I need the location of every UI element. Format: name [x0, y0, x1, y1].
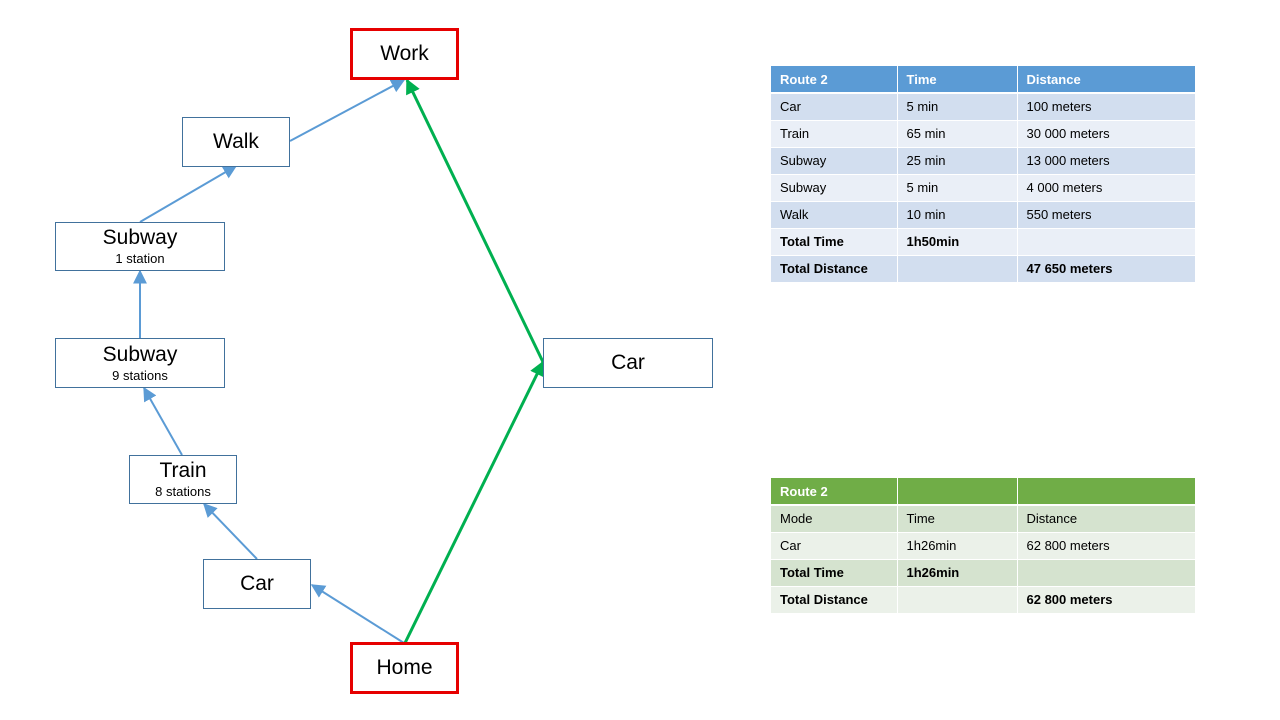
table-cell: 1h26min: [897, 532, 1018, 560]
subway-1-station-node: Subway 1 station: [55, 222, 225, 271]
table-cell: 13 000 meters: [1017, 147, 1195, 175]
subway-9-label: Subway: [102, 342, 178, 366]
walk-label: Walk: [213, 130, 259, 153]
table-cell: 62 800 meters: [1017, 532, 1195, 560]
table-header-cell: Time: [897, 66, 1018, 94]
car-left-label: Car: [240, 572, 274, 595]
subway-9-stations-node: Subway 9 stations: [55, 338, 225, 388]
table-cell: Distance: [1017, 505, 1195, 533]
table-header-cell: [897, 478, 1018, 506]
walk-node: Walk: [182, 117, 290, 167]
table-cell: 30 000 meters: [1017, 120, 1195, 148]
table-cell: Time: [897, 505, 1018, 533]
route-table-blue: Route 2 Time Distance Car 5 min 100 mete…: [771, 66, 1195, 283]
table-cell: Total Distance: [771, 586, 898, 614]
table-cell: [1017, 228, 1195, 256]
table-row: Walk 10 min 550 meters: [771, 201, 1195, 229]
table-cell: 10 min: [897, 201, 1018, 229]
table-cell: 100 meters: [1017, 93, 1195, 121]
train-stations: 8 stations: [155, 484, 211, 499]
arrow-car-to-train: [203, 502, 258, 560]
table-cell: 5 min: [897, 93, 1018, 121]
home-label: Home: [376, 656, 433, 679]
train-label: Train: [159, 459, 207, 482]
table-cell: [1017, 559, 1195, 587]
table-cell: 550 meters: [1017, 201, 1195, 229]
table-header-row: Route 2: [771, 478, 1195, 506]
table-cell: 1h50min: [897, 228, 1018, 256]
table-row: Mode Time Distance: [771, 505, 1195, 533]
table-cell: Subway: [771, 174, 898, 202]
subway-9-stations: 9 stations: [112, 367, 168, 383]
table-cell: [897, 255, 1018, 283]
total-time-row: Total Time 1h26min: [771, 559, 1195, 587]
table-cell: Total Time: [771, 228, 898, 256]
table-cell: Walk: [771, 201, 898, 229]
table-row: Subway 25 min 13 000 meters: [771, 147, 1195, 175]
arrow-train-to-subway: [143, 386, 183, 456]
arrow-subway-to-walk: [139, 165, 238, 223]
table-cell: 65 min: [897, 120, 1018, 148]
table-row: Train 65 min 30 000 meters: [771, 120, 1195, 148]
arrow-car-right-to-work: [405, 78, 545, 363]
train-node: Train 8 stations: [129, 455, 237, 504]
subway-1-label: Subway: [102, 226, 178, 249]
total-distance-row: Total Distance 47 650 meters: [771, 255, 1195, 283]
table-row: Car 1h26min 62 800 meters: [771, 532, 1195, 560]
arrow-home-to-car-right: [403, 360, 545, 644]
table-header-cell: Distance: [1017, 66, 1195, 94]
total-distance-row: Total Distance 62 800 meters: [771, 586, 1195, 614]
table-cell: 1h26min: [897, 559, 1018, 587]
arrow-home-to-car: [310, 584, 405, 644]
table-row: Car 5 min 100 meters: [771, 93, 1195, 121]
table-cell: Subway: [771, 147, 898, 175]
subway-1-stations: 1 station: [115, 251, 165, 266]
table-cell: Total Time: [771, 559, 898, 587]
table-cell: [897, 586, 1018, 614]
table-cell: Mode: [771, 505, 898, 533]
route-table-green: Route 2 Mode Time Distance Car 1h26min 6…: [771, 478, 1195, 614]
work-node: Work: [350, 28, 459, 80]
total-time-row: Total Time 1h50min: [771, 228, 1195, 256]
table-cell: Total Distance: [771, 255, 898, 283]
table-header-row: Route 2 Time Distance: [771, 66, 1195, 94]
home-node: Home: [350, 642, 459, 694]
table-header-cell: Route 2: [771, 66, 898, 94]
arrow-walk-to-work: [289, 79, 406, 142]
table-cell: Car: [771, 532, 898, 560]
table-cell: 4 000 meters: [1017, 174, 1195, 202]
table-cell: Train: [771, 120, 898, 148]
table-cell: 47 650 meters: [1017, 255, 1195, 283]
table-row: Subway 5 min 4 000 meters: [771, 174, 1195, 202]
table-cell: Car: [771, 93, 898, 121]
table-header-cell: [1017, 478, 1195, 506]
table-cell: 25 min: [897, 147, 1018, 175]
table-header-cell: Route 2: [771, 478, 898, 506]
table-cell: 5 min: [897, 174, 1018, 202]
table-cell: 62 800 meters: [1017, 586, 1195, 614]
car-left-node: Car: [203, 559, 311, 609]
car-right-label: Car: [611, 351, 645, 374]
work-label: Work: [380, 42, 429, 65]
car-right-node: Car: [543, 338, 713, 388]
